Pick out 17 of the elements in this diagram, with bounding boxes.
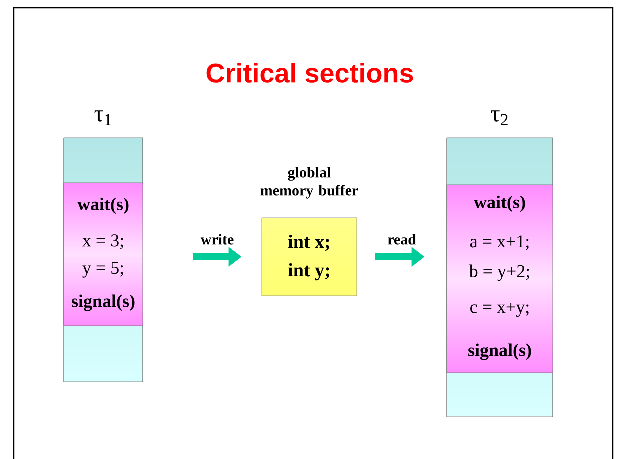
edge-label: write	[200, 234, 234, 245]
code-keyword: wait(s)	[474, 196, 526, 212]
code-line: y = 5;	[82, 262, 124, 278]
code-line: x = 3;	[82, 234, 124, 250]
code-line: int x;	[288, 234, 330, 252]
code-line: b = y+2;	[469, 264, 530, 282]
code-line: int y;	[288, 263, 330, 281]
task-heading: τ$_{1}$	[94, 110, 112, 126]
code-keyword: signal(s)	[72, 294, 135, 312]
code-line: a = x+1;	[470, 236, 529, 250]
code-keyword: signal(s)	[468, 344, 532, 360]
title: Critical sections	[206, 63, 414, 83]
code-keyword: wait(s)	[78, 198, 129, 214]
code-line: c = x+y;	[470, 302, 529, 318]
edge-label: read	[388, 234, 416, 245]
buffer-heading: globlal memory buffer	[260, 167, 358, 199]
task-heading: τ$_{2}$	[491, 110, 508, 126]
